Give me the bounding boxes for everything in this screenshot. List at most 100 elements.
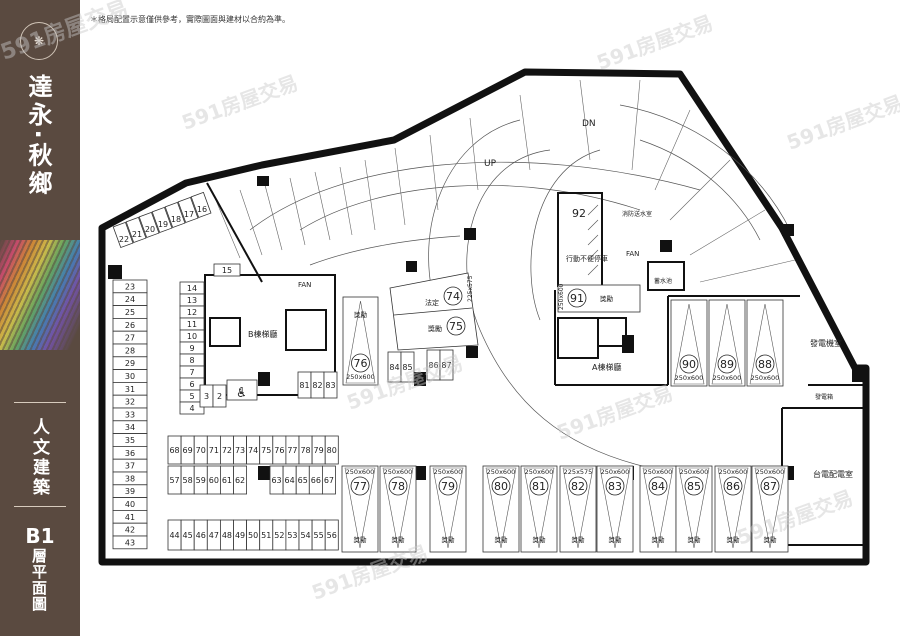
moto-space-number: 39 <box>125 487 135 496</box>
moto-space-number: 1 <box>239 386 244 395</box>
moto-space <box>212 384 227 408</box>
car-space-size: 225x575 <box>564 468 593 476</box>
disclaimer: ＊格局配置示意僅供參考，實際圖面與建材以合約為準。 <box>90 15 290 24</box>
car-space-type: 獎勵 <box>495 535 509 544</box>
moto-space-number: 5 <box>189 392 194 401</box>
divider <box>14 506 66 507</box>
moto-space-number: 61 <box>222 476 232 485</box>
moto-space-number: 50 <box>248 531 258 540</box>
moto-space-number: 85 <box>402 363 412 372</box>
car-space-triangle <box>711 303 743 385</box>
moto-space-number: 24 <box>125 295 135 304</box>
moto-space-number: 14 <box>187 284 197 293</box>
moto-space-number: 59 <box>196 476 206 485</box>
car-space-size: 250x600 <box>719 468 748 476</box>
car-space-size: 250x600 <box>346 373 375 381</box>
moto-space-number: 7 <box>189 368 194 377</box>
car-space-badge <box>755 354 775 374</box>
moto-space-number: 11 <box>187 320 197 329</box>
moto-space-number: 62 <box>235 476 245 485</box>
stair-b-label: B棟梯廳 <box>248 329 278 339</box>
moto-space-number: 31 <box>125 385 135 394</box>
moto-space-number: 29 <box>125 359 135 368</box>
car-space-size: 250x600 <box>434 468 463 476</box>
moto-space-number: 82 <box>312 381 322 390</box>
car-space-badge <box>717 354 737 374</box>
watermark: 591房屋交易 <box>0 0 132 66</box>
fan-a-label: FAN <box>626 250 639 258</box>
moto-space <box>324 519 339 551</box>
car-space-type: 獎勵 <box>572 535 586 544</box>
moto-space-number: 45 <box>183 531 193 540</box>
power-box-label: 發電箱 <box>815 393 833 401</box>
car-space-number: 75 <box>449 320 463 333</box>
generator-room-label: 發電機室 <box>810 338 842 348</box>
moto-space-number: 43 <box>125 538 135 547</box>
car-space-number: 88 <box>758 358 772 371</box>
car-space-divider <box>393 307 473 316</box>
car-space-badge <box>679 354 699 374</box>
car-space-triangle <box>599 467 631 549</box>
moto-space-number: 57 <box>169 476 179 485</box>
car-space-badge <box>529 476 549 496</box>
moto-space-number: 83 <box>325 381 335 390</box>
moto-space-number: 28 <box>125 346 135 355</box>
car-space-number: 74 <box>446 290 460 303</box>
moto-space-number: 86 <box>428 361 438 370</box>
moto-space-number: 87 <box>441 361 451 370</box>
moto-space-number: 40 <box>125 500 135 509</box>
car-space-size: 250x600 <box>756 468 785 476</box>
moto-space <box>233 465 248 495</box>
car-space-type: 獎勵 <box>392 535 406 544</box>
car-space-type: 獎勵 <box>442 535 456 544</box>
car-space-triangle <box>382 467 414 549</box>
moto-space-number: 73 <box>235 446 245 455</box>
car-space-type: 獎勵 <box>533 535 547 544</box>
hatching <box>587 204 599 276</box>
car-space-number: 85 <box>687 480 701 493</box>
car-space-type: 獎勵 <box>354 310 368 319</box>
ramp-up-label: UP <box>484 159 497 169</box>
moto-space-number: 60 <box>209 476 219 485</box>
car-space-type: 獎勵 <box>652 535 666 544</box>
car-space-size: 250x600 <box>487 468 516 476</box>
moto-space-number: 70 <box>196 446 206 455</box>
car-space-badge <box>443 286 463 306</box>
car-space-badge <box>446 316 466 336</box>
accessible-icon: ♿ <box>236 386 247 400</box>
moto-space-number: 19 <box>158 220 168 229</box>
car-space-number: 80 <box>494 480 508 493</box>
moto-space-number: 34 <box>125 423 135 432</box>
water-tank-label: 蓄水池 <box>654 277 672 285</box>
moto-space-number: 63 <box>271 476 281 485</box>
car-space-triangle <box>432 467 464 549</box>
moto-space-number: 54 <box>300 531 310 540</box>
moto-space-number: 56 <box>327 531 337 540</box>
moto-space-number: 48 <box>222 531 232 540</box>
moto-space <box>151 206 173 234</box>
car-space-type: 獎勵 <box>354 535 368 544</box>
car-space-triangle <box>749 303 781 385</box>
ramp-down-label: DN <box>582 119 596 129</box>
moto-space <box>112 535 148 550</box>
moto-space-number: 37 <box>125 462 135 471</box>
ramp-arcs <box>249 104 791 471</box>
watermark: 591房屋交易 <box>179 71 302 135</box>
car-space-size: 250x600 <box>751 374 780 382</box>
moto-space-number: 71 <box>209 446 219 455</box>
car-space-badge <box>351 353 370 373</box>
moto-space-number: 78 <box>300 446 310 455</box>
car-space-number: 87 <box>763 480 777 493</box>
moto-space <box>213 263 241 277</box>
car-space-size: 250x600 <box>384 468 413 476</box>
watermark: 591房屋交易 <box>784 91 900 155</box>
car-space-number: 79 <box>441 480 455 493</box>
car-space-type: 獎勵 <box>688 535 702 544</box>
logo-glyph: ❋ <box>33 34 45 48</box>
car-space-size: 250x600 <box>346 468 375 476</box>
moto-space-number: 30 <box>125 372 135 381</box>
moto-space-number: 8 <box>189 356 194 365</box>
car-space <box>341 465 379 553</box>
moto-space-number: 68 <box>169 446 179 455</box>
